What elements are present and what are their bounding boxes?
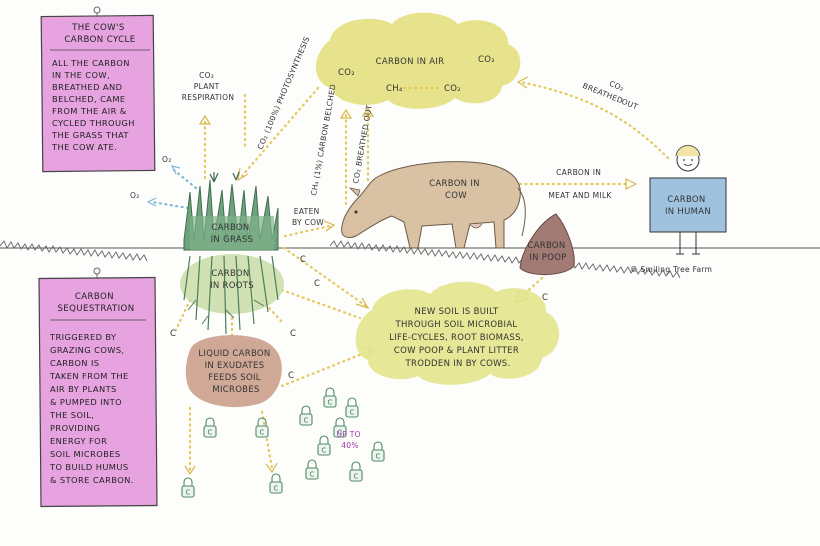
c-label-6: C [542,293,548,303]
cows-carbon-cycle-box: THE COW'S CARBON CYCLE ALL THE CARBON IN… [40,6,156,173]
svg-text:C: C [186,489,191,497]
carbon-lock-icon: C [333,417,347,438]
percent-label: UP TO 40% [336,430,363,450]
cow-illustration: CARBON IN COW [341,161,526,249]
grass-tuft: CARBON IN GRASS [183,171,279,251]
c-label-4: C [290,329,296,339]
cow-breathed-label: CO₂ BREATHED OUT [351,104,374,185]
svg-text:C: C [208,429,213,437]
air-title: CARBON IN AIR [376,57,445,67]
cow-label: CARBON IN COW [429,179,483,201]
svg-text:C: C [338,429,343,437]
air-co2-mid: CO₂ [444,84,461,94]
poop-pile: CARBON IN POOP [519,213,575,275]
carbon-lock-icon: C [323,387,337,408]
belched-label: CH₄ (1%) CARBON BELCHED [309,83,338,196]
credit-text: © Smiling Tree Farm [630,265,712,274]
cycle-box-body: ALL THE CARBON IN THE COW, BREATHED AND … [51,58,138,152]
carbon-lock-icon: C [371,441,385,462]
o2-label-upper: O₂ [162,155,172,164]
cycle-box-title: THE COW'S CARBON CYCLE [64,23,135,45]
respiration-label: CO₂ PLANT RESPIRATION [182,71,235,102]
svg-text:C: C [260,429,265,437]
new-soil-label: NEW SOIL IS BUILT THROUGH SOIL MICROBIAL… [389,307,527,369]
carbon-lock-icon: C [345,397,359,418]
air-co2-left: CO₂ [338,68,355,78]
carbon-lock-icon: C [269,473,283,494]
human-breathed-label: CO₂ BREATHED OUT [581,70,644,112]
air-ch4: CH₄ [386,84,403,94]
svg-text:C: C [354,473,359,481]
carbon-lock-icon: C [305,459,319,480]
carbon-in-air-cloud: CARBON IN AIR CO₂ CO₂ CH₄ CO₂ [315,12,521,109]
exudates-blob: LIQUID CARBON IN EXUDATES FEEDS SOIL MIC… [185,335,282,408]
carbon-lock-icon: C [181,477,195,498]
roots-label: CARBON IN ROOTS [210,269,254,291]
photosynthesis-label: CO₂ (100%) PHOTOSYNTHESIS [256,35,312,151]
carbon-lock-icon: C [317,435,331,456]
c-label-3: C [170,329,176,339]
human-label: CARBON IN HUMAN [665,195,711,217]
o2-label-lower: O₂ [130,191,140,200]
carbon-lock-icon: C [299,405,313,426]
eaten-label: EATEN BY COW [292,207,324,227]
carbon-lock-icon: C [349,461,363,482]
c-label-1: C [300,255,306,265]
svg-text:C: C [350,409,355,417]
sequestration-box-body: TRIGGERED BY GRAZING COWS, CARBON IS TAK… [49,332,134,485]
svg-text:C: C [328,399,333,407]
exudates-label: LIQUID CARBON IN EXUDATES FEEDS SOIL MIC… [198,349,273,395]
air-co2-right: CO₂ [478,55,495,65]
svg-text:C: C [322,447,327,455]
svg-text:C: C [376,453,381,461]
c-label-2: C [314,279,320,289]
svg-text:C: C [274,485,279,493]
c-label-5: C [288,371,294,381]
carbon-lock-icon: C [203,417,217,438]
grass-label: CARBON IN GRASS [211,223,254,245]
roots: CARBON IN ROOTS [180,254,284,335]
sequestration-box-title: CARBON SEQUESTRATION [57,292,134,314]
svg-text:C: C [304,417,309,425]
human-figure: CARBON IN HUMAN [649,145,727,255]
carbon-sequestration-box: CARBON SEQUESTRATION TRIGGERED BY GRAZIN… [38,267,158,508]
carbon-lock-icon: C [255,417,269,438]
meat-milk-label: CARBON IN MEAT AND MILK [548,168,612,200]
carbon-locks: C C C C C C C C C C C C [181,387,385,498]
new-soil-cloud: NEW SOIL IS BUILT THROUGH SOIL MICROBIAL… [355,281,560,385]
poop-label: CARBON IN POOP [527,241,568,263]
svg-text:C: C [310,471,315,479]
